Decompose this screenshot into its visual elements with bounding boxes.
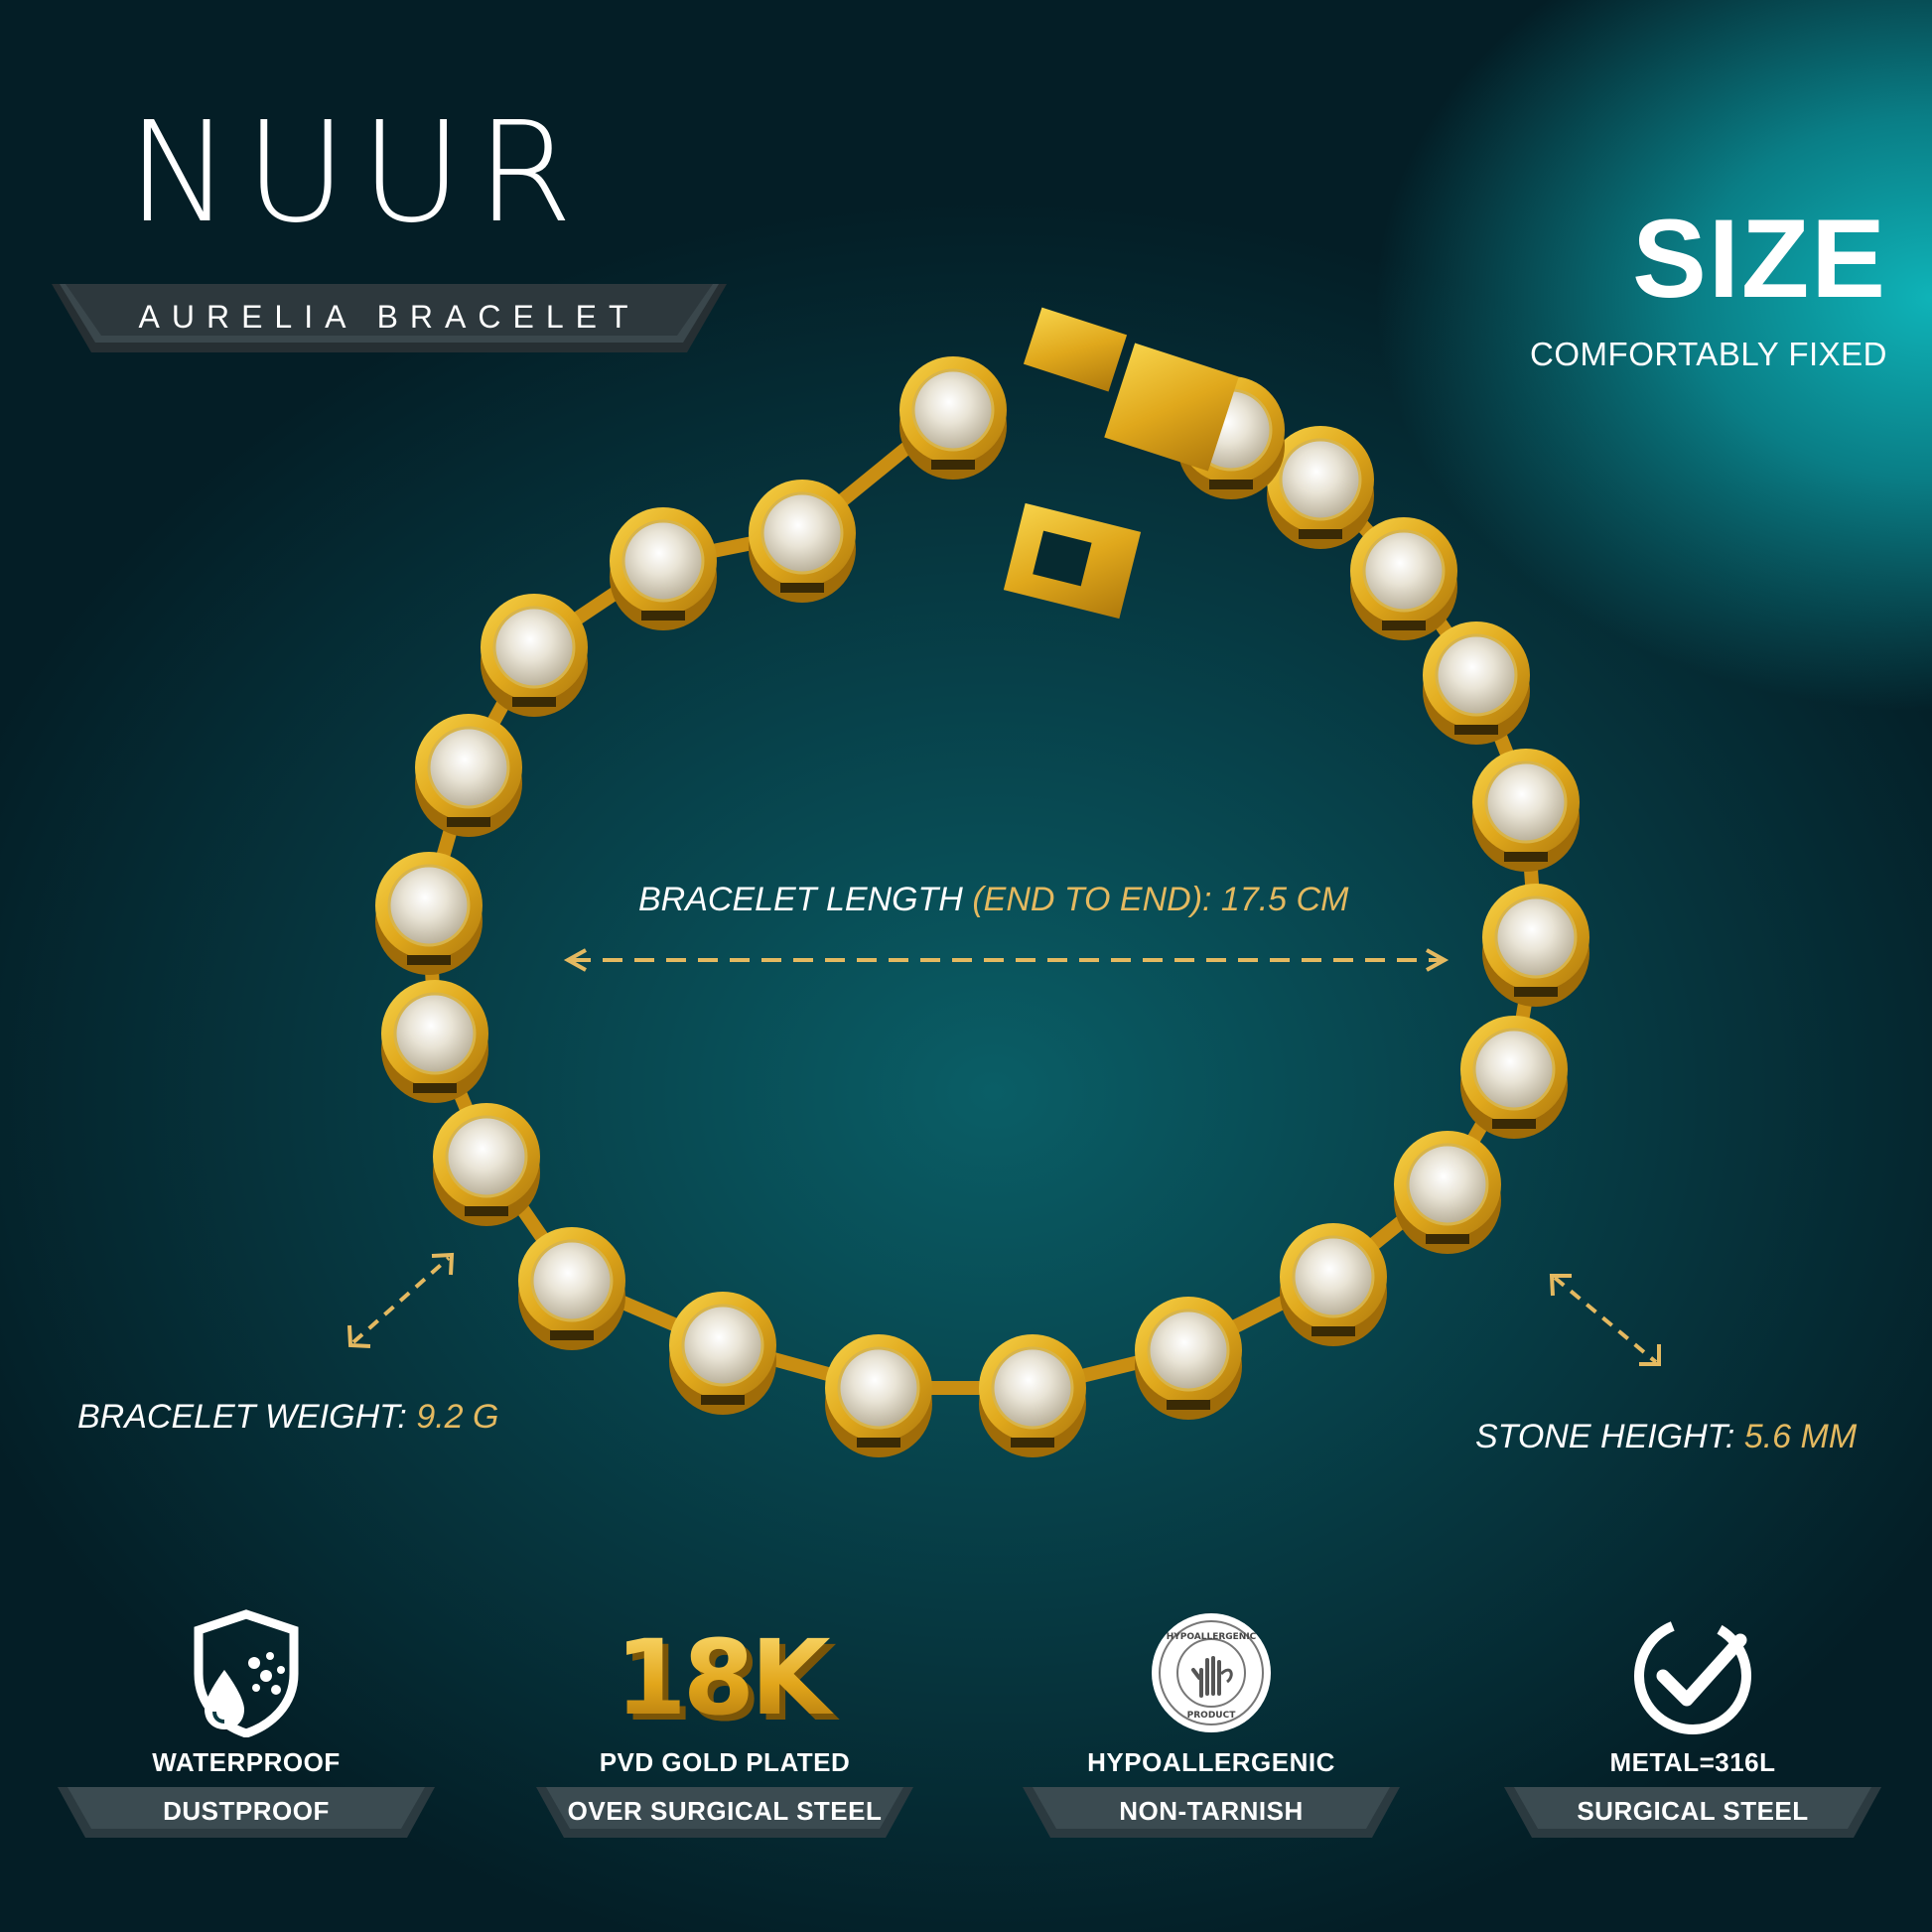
bracelet-stone [1350,517,1457,640]
bracelet-clasp [1003,307,1239,620]
stone-arrow [1549,1274,1661,1366]
bracelet-stone [610,507,717,630]
feature-line2: DUSTPROOF [163,1796,330,1826]
feature-surgical-steel: METAL=316L SURGICAL STEEL [1504,1608,1881,1847]
hypoallergenic-seal-icon: HYPOALLERGENIC PRODUCT [1152,1613,1271,1732]
waterproof-shield-icon [194,1609,299,1737]
feature-ribbon [536,1787,913,1838]
feature-ribbon [1504,1787,1881,1838]
size-subtitle: COMFORTABLY FIXED [1530,336,1887,372]
length-arrow [563,948,1449,972]
bracelet-stone [1394,1131,1501,1254]
bracelet-weight-spec: BRACELET WEIGHT: 9.2 G [77,1398,498,1437]
18k-badge-text: 18K [615,1617,834,1737]
bracelet-stone [1280,1223,1387,1346]
banner-ribbon-shape [52,284,727,352]
size-title: SIZE [1632,197,1887,321]
weight-arrow [347,1252,455,1348]
bracelet-stone [381,980,488,1103]
feature-line1: PVD GOLD PLATED [599,1747,851,1777]
18k-gold-icon: 18K 18K [615,1617,844,1737]
bracelet-stone [1460,1016,1568,1139]
seal-bottom-text: PRODUCT [1187,1711,1237,1721]
length-value: 17.5 CM [1220,881,1349,918]
bracelet-stone [1135,1297,1242,1420]
feature-gold-plated: 18K 18K PVD GOLD PLATED OVER SURGICAL ST… [536,1608,913,1847]
feature-line1: WATERPROOF [152,1747,341,1777]
length-label: BRACELET LENGTH [638,881,963,918]
bracelet-stone [1472,749,1580,872]
feature-line1: HYPOALLERGENIC [1087,1747,1335,1777]
weight-label: BRACELET WEIGHT: [77,1398,407,1436]
bracelet-stone [1267,426,1374,549]
length-note: (END TO END): [972,881,1212,918]
bracelet-stone [415,714,522,837]
feature-hypoallergenic: HYPOALLERGENIC PRODUCT HYPOALLERGENIC NO… [1023,1608,1400,1847]
product-name: AURELIA BRACELET [138,299,640,335]
checkmark-circle-icon [1634,1617,1751,1734]
bracelet-stone [1423,621,1530,745]
feature-ribbon [1023,1787,1400,1838]
bracelet-stone [979,1334,1086,1457]
feature-waterproof: WATERPROOF DUSTPROOF [58,1608,435,1847]
brand-logo: NUUR [127,92,587,254]
bracelet-stone [899,356,1007,480]
bracelet-stone [481,594,588,717]
bracelet-stone [375,852,483,975]
bracelet-length-spec: BRACELET LENGTH (END TO END): 17.5 CM [638,881,1348,919]
seal-top-text: HYPOALLERGENIC [1167,1632,1257,1642]
bracelet-stones [375,356,1589,1457]
stone-label: STONE HEIGHT: [1475,1418,1735,1455]
product-name-banner: AURELIA BRACELET [52,281,727,355]
svg-text:18K: 18K [621,1623,840,1737]
feature-line2: OVER SURGICAL STEEL [567,1796,883,1826]
feature-line1: METAL=316L [1609,1747,1776,1777]
weight-value: 9.2 G [416,1398,499,1436]
feature-line2: SURGICAL STEEL [1577,1796,1809,1826]
bracelet-stone [1482,884,1589,1007]
feature-ribbon [58,1787,435,1838]
bracelet-stone [433,1103,540,1226]
feature-line2: NON-TARNISH [1119,1796,1304,1826]
bracelet-stone [749,480,856,603]
stone-value: 5.6 MM [1743,1418,1858,1455]
stone-height-spec: STONE HEIGHT: 5.6 MM [1475,1418,1857,1456]
bracelet-stone [518,1227,625,1350]
bracelet-stone [825,1334,932,1457]
bracelet-stone [669,1292,776,1415]
